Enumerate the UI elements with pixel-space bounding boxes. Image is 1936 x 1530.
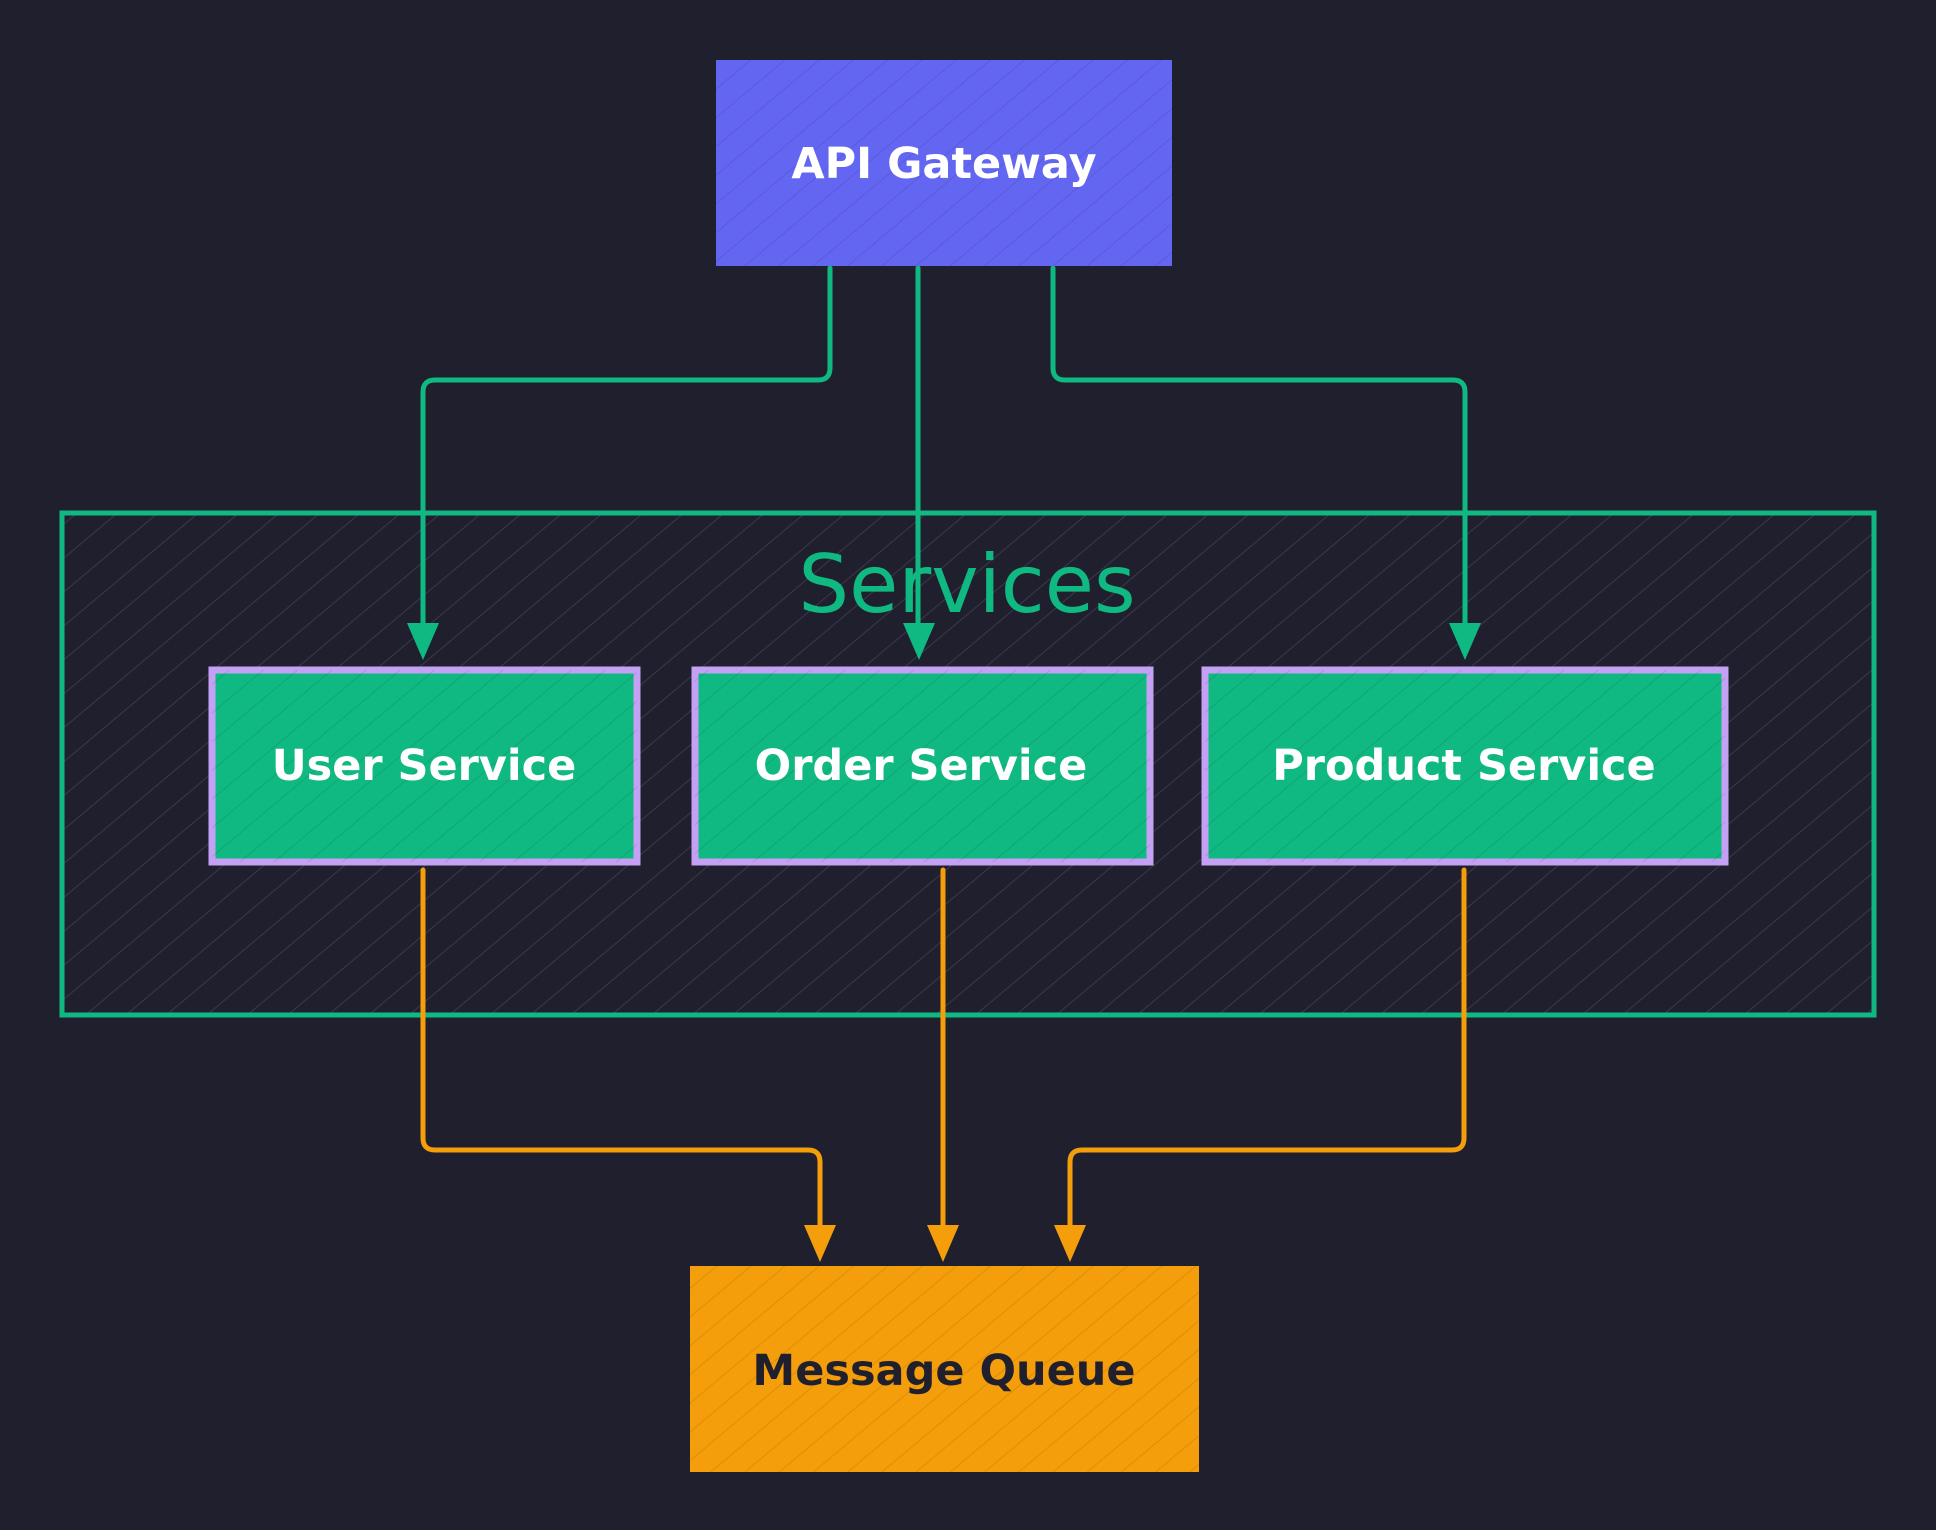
message-queue-node[interactable]: Message Queue — [690, 1266, 1199, 1472]
product-service-label: Product Service — [1272, 741, 1655, 791]
order-service-hatch — [695, 670, 1150, 862]
api-gateway-node[interactable]: API Gateway — [716, 60, 1172, 266]
request-arrowheads — [407, 623, 1481, 660]
edge-gateway-to-product-service — [1050, 265, 1468, 648]
product-service-hatch — [1205, 670, 1725, 862]
user-service-hatch — [212, 670, 637, 862]
arrowhead-product-service — [1449, 623, 1481, 660]
arrowhead-queue-center — [927, 1225, 959, 1262]
api-gateway-hatch — [716, 60, 1172, 266]
edge-gateway-to-user-service — [420, 265, 833, 648]
message-queue-label: Message Queue — [752, 1346, 1135, 1396]
order-service-label: Order Service — [755, 741, 1088, 791]
event-arrowheads — [804, 1225, 1086, 1262]
user-service-label: User Service — [272, 741, 577, 791]
arrowhead-user-service — [407, 623, 439, 660]
services-group-label: Services — [798, 538, 1135, 631]
arrowhead-queue-left — [804, 1225, 836, 1262]
event-edges — [420, 867, 1467, 1243]
api-gateway-label: API Gateway — [791, 139, 1096, 189]
arrowhead-queue-right — [1054, 1225, 1086, 1262]
order-service-node[interactable]: Order Service — [691, 666, 1154, 866]
edge-product-service-to-queue — [1067, 867, 1467, 1243]
product-service-node[interactable]: Product Service — [1201, 666, 1729, 866]
user-service-node[interactable]: User Service — [208, 666, 641, 866]
edge-user-service-to-queue — [420, 867, 823, 1243]
arrowhead-order-service — [903, 623, 935, 660]
request-edges — [420, 265, 1468, 651]
message-queue-hatch — [690, 1266, 1199, 1472]
